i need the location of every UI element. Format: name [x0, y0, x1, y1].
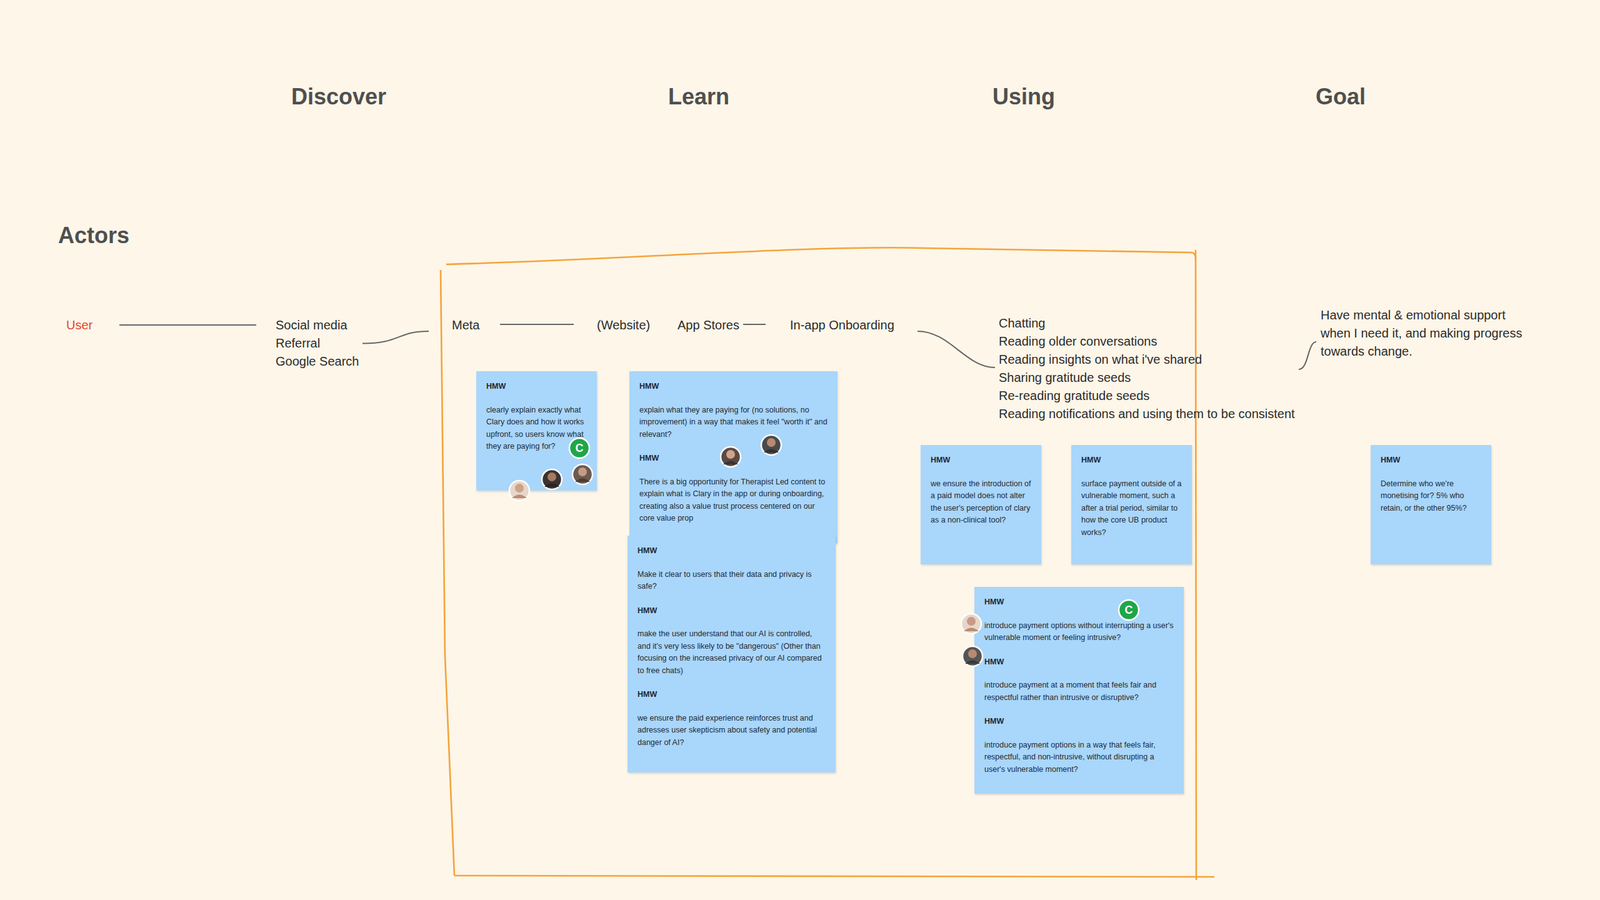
node-text: Re-reading gratitude seeds	[998, 386, 1299, 405]
connector	[119, 324, 257, 326]
node-text: User	[66, 316, 120, 335]
note-heading: HMW	[984, 596, 1175, 609]
node-text: In-app Onboarding	[790, 316, 918, 335]
avatar-initial: C	[569, 438, 590, 459]
connector	[917, 331, 995, 368]
note-heading: HMW	[637, 605, 827, 618]
phase-heading: Using	[930, 83, 1118, 110]
note-body: introduce payment options in a way that …	[984, 739, 1175, 777]
note-heading: HMW	[486, 380, 589, 394]
activity-list: ChattingReading older conversationsReadi…	[995, 314, 1299, 424]
step-label: In-app Onboarding	[765, 316, 918, 335]
node-text: Social media	[275, 316, 363, 335]
note-heading: HMW	[639, 380, 829, 394]
node-text: Google Search	[275, 352, 363, 371]
note-heading: HMW	[1380, 454, 1483, 467]
node-text: Referral	[275, 334, 363, 353]
section-heading: Actors	[58, 222, 130, 249]
note-body: we ensure the paid experience reinforces…	[637, 712, 827, 750]
note-heading: HMW	[984, 656, 1175, 669]
phase-heading: Learn	[605, 83, 793, 110]
note-body: surface payment outside of a vulnerable …	[1081, 478, 1184, 540]
node-text: Reading notifications and using them to …	[998, 405, 1299, 424]
connector	[743, 323, 766, 325]
step-label: App Stores	[677, 316, 744, 335]
sticky-note: HMW Determine who we're monetising for? 5…	[1370, 445, 1492, 565]
node-text: Reading insights on what i've shared	[998, 350, 1299, 369]
node-text: App Stores	[677, 316, 744, 335]
connector	[362, 331, 429, 344]
note-body: we ensure the introduction of a paid mod…	[930, 478, 1033, 527]
sticky-note: HMW Make it clear to users that their dat…	[627, 535, 836, 773]
note-heading: HMW	[1081, 454, 1184, 467]
note-body: Make it clear to users that their data a…	[637, 568, 827, 594]
sticky-note: HMW we ensure the introduction of a paid …	[920, 445, 1042, 565]
avatar-initial: C	[1118, 600, 1139, 620]
node-text: Sharing gratitude seeds	[998, 368, 1299, 387]
sticky-note: HMW introduce payment options without int…	[974, 586, 1184, 794]
phase-heading: Discover	[245, 83, 433, 110]
note-body: introduce payment at a moment that feels…	[984, 679, 1175, 704]
note-body: make the user understand that our AI is …	[637, 628, 827, 677]
step-label: (Website)	[573, 316, 655, 335]
phase-heading: Goal	[1246, 83, 1435, 110]
channel-list: Social mediaReferralGoogle Search	[256, 316, 363, 371]
note-heading: HMW	[930, 454, 1033, 467]
goal-statement: Have mental & emotional support when I n…	[1316, 306, 1527, 361]
note-body: introduce payment options without interr…	[984, 620, 1175, 645]
note-body: clearly explain exactly what Clary does …	[486, 404, 589, 454]
bracket-top	[446, 247, 1196, 265]
note-body: There is a big opportunity for Therapist…	[639, 476, 829, 525]
sticky-note: HMW surface payment outside of a vulnerab…	[1071, 445, 1192, 565]
note-heading: HMW	[637, 545, 827, 558]
sticky-note: HMW explain what they are paying for (no …	[629, 371, 838, 544]
bracket-bottom	[454, 875, 1215, 877]
node-text: Meta	[451, 316, 500, 335]
bracket-left	[440, 270, 455, 876]
note-heading: HMW	[984, 715, 1175, 729]
note-body: explain what they are paying for (no sol…	[639, 404, 829, 442]
connector	[1298, 341, 1317, 370]
bracket-right	[1195, 250, 1197, 880]
step-label: Meta	[428, 316, 500, 335]
note-heading: HMW	[639, 452, 829, 465]
node-text: Reading older conversations	[998, 332, 1299, 351]
note-body: Determine who we're monetising for? 5% w…	[1380, 478, 1483, 515]
actor-label: User	[66, 316, 120, 335]
node-text: Have mental & emotional support when I n…	[1320, 306, 1527, 361]
node-text: (Website)	[596, 316, 655, 335]
sticky-note: HMW clearly explain exactly what Clary do…	[476, 371, 597, 491]
connector	[500, 323, 574, 325]
note-heading: HMW	[637, 688, 827, 702]
node-text: Chatting	[998, 314, 1299, 333]
